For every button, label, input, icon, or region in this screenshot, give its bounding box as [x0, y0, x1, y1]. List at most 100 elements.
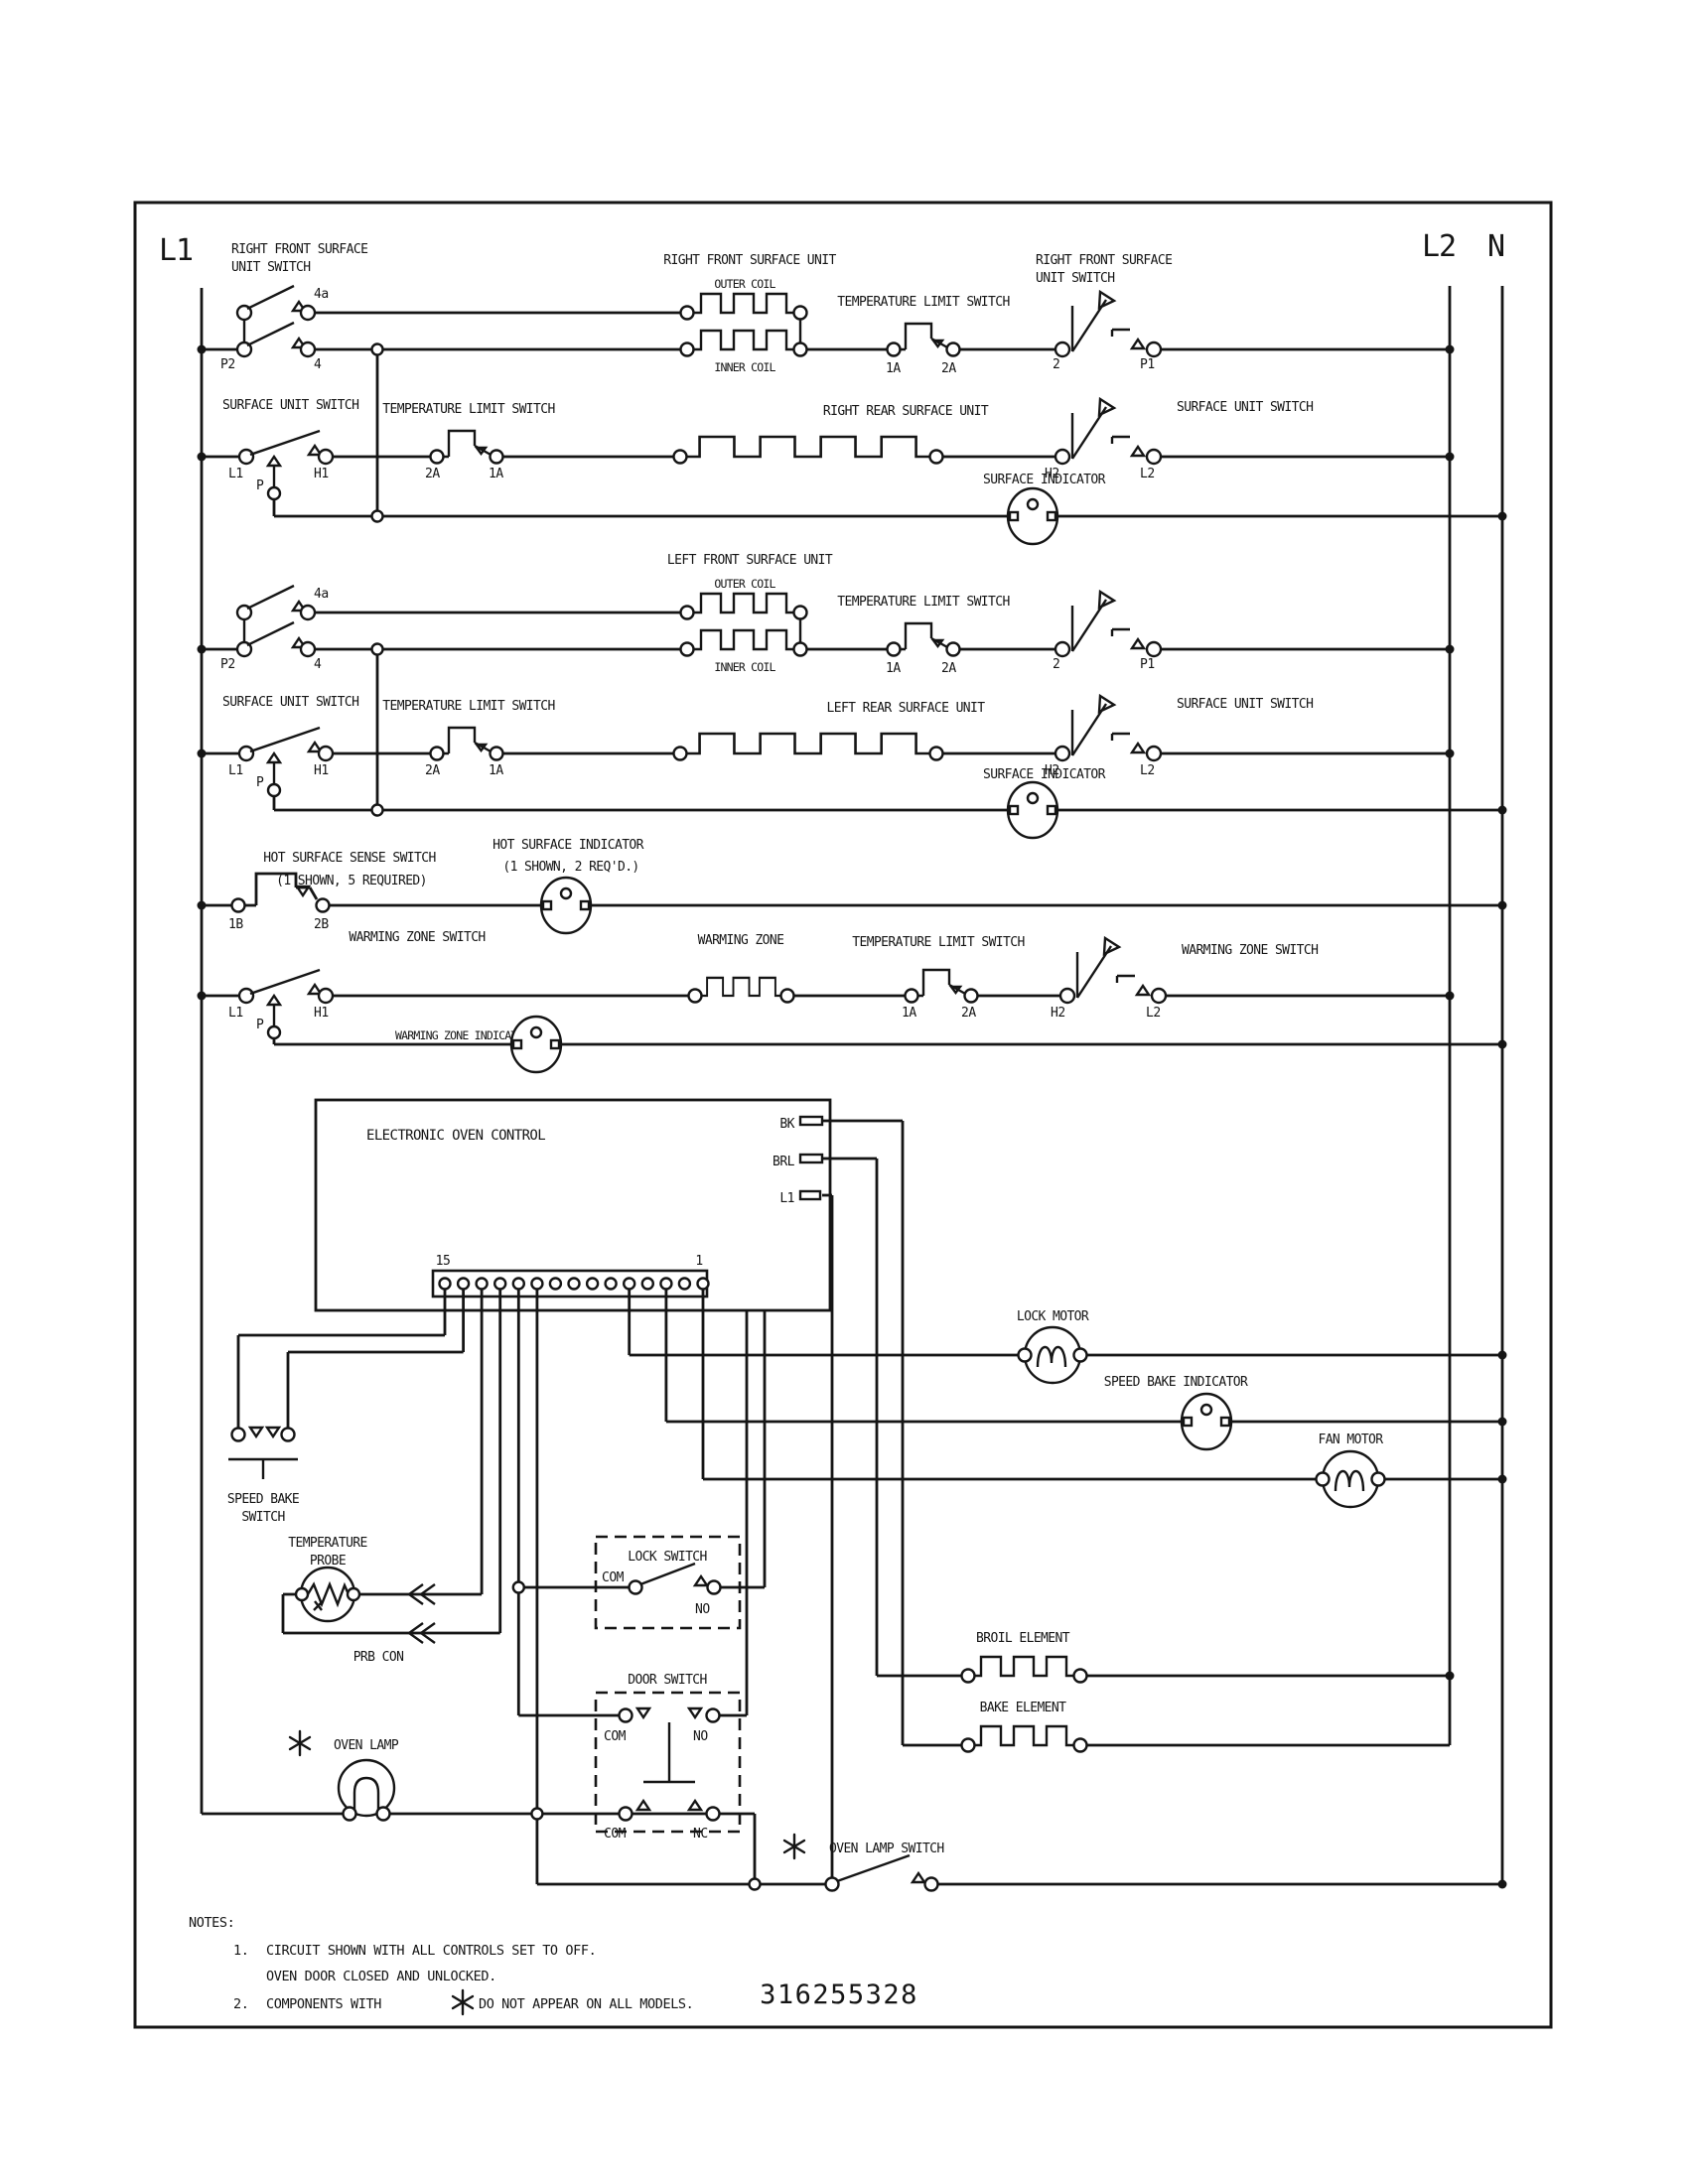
warming-zone-switch-label: WARMING ZONE SWITCH: [349, 930, 485, 945]
asterisk-icon: [288, 1729, 312, 1757]
l2-rail-label: L2: [1422, 229, 1456, 264]
right-rear-circuit: SURFACE UNIT SWITCH L1 P H1 TEMPERATURE …: [202, 349, 1502, 546]
hot-surface-circuit: HOT SURFACE SENSE SWITCH (1 SHOWN, 5 REQ…: [202, 838, 1502, 935]
svg-text:SWITCH: SWITCH: [241, 1510, 284, 1525]
warming-zone-circuit: WARMING ZONE SWITCH L1 P H1 WARMING ZONE…: [202, 930, 1502, 1074]
warming-zone-element: [687, 976, 795, 1004]
pin-15-label: 15: [436, 1254, 451, 1269]
speed-bake-indicator-label: SPEED BAKE INDICATOR: [1104, 1375, 1248, 1390]
inner-coil: [679, 628, 808, 657]
hot-surface-indicator-label: HOT SURFACE INDICATOR: [492, 838, 644, 853]
notes-heading: NOTES:: [189, 1915, 234, 1931]
svg-text:SURFACE INDICATOR: SURFACE INDICATOR: [983, 767, 1106, 782]
svg-text:2: 2: [1053, 357, 1059, 372]
svg-text:PROBE: PROBE: [310, 1554, 346, 1569]
svg-text:H2: H2: [1051, 1006, 1065, 1021]
bake-element-label: BAKE ELEMENT: [980, 1701, 1066, 1715]
connector-strip: 15 1: [431, 1254, 710, 1298]
svg-text:1A: 1A: [489, 763, 503, 778]
eoc-title: ELECTRONIC OVEN CONTROL: [366, 1128, 545, 1144]
svg-text:2.: 2.: [233, 1996, 248, 2012]
pin-1-label: 1: [695, 1254, 702, 1269]
surface-unit-switch: [239, 728, 333, 796]
svg-text:WARMING ZONE SWITCH: WARMING ZONE SWITCH: [1182, 943, 1318, 958]
inner-coil: [679, 329, 808, 357]
svg-text:P: P: [256, 1018, 264, 1032]
speed-bake-indicator: SPEED BAKE INDICATOR: [1104, 1375, 1502, 1451]
temperature-limit-switch: [904, 968, 979, 1004]
speed-bake-indicator-lamp: [1180, 1392, 1233, 1451]
wiring-harness: [236, 1119, 1316, 1886]
svg-text:SURFACE UNIT SWITCH: SURFACE UNIT SWITCH: [1177, 697, 1313, 712]
svg-text:2B: 2B: [314, 917, 329, 932]
svg-text:TEMPERATURE LIMIT SWITCH: TEMPERATURE LIMIT SWITCH: [837, 595, 1009, 610]
temperature-limit-switch: [429, 726, 504, 761]
n-rail-label: N: [1487, 229, 1504, 264]
svg-text:1.: 1.: [233, 1943, 248, 1959]
broil-element-label: BROIL ELEMENT: [976, 1631, 1070, 1646]
svg-text:2A: 2A: [941, 661, 956, 676]
svg-text:L1: L1: [228, 763, 243, 778]
surface-indicator-label: SURFACE INDICATOR: [983, 473, 1106, 487]
lock-motor-label: LOCK MOTOR: [1017, 1309, 1089, 1324]
svg-text:INNER COIL: INNER COIL: [714, 660, 775, 674]
surface-unit-switch: [239, 431, 333, 499]
fan-motor-label: FAN MOTOR: [1318, 1433, 1383, 1447]
svg-text:1A: 1A: [902, 1006, 916, 1021]
svg-text:L1: L1: [228, 467, 243, 481]
broil-element: BROIL ELEMENT: [960, 1631, 1450, 1684]
l1-rail-label: L1: [159, 233, 193, 268]
speed-bake-switch: SPEED BAKE SWITCH: [227, 1426, 300, 1525]
l1-terminal-label: L1: [779, 1191, 794, 1206]
svg-text:1B: 1B: [228, 917, 243, 932]
temperature-probe-label: TEMPERATURE: [288, 1536, 367, 1551]
svg-text:H2: H2: [1045, 467, 1059, 481]
right-front-unit-label: RIGHT FRONT SURFACE UNIT: [663, 253, 836, 268]
svg-text:2A: 2A: [961, 1006, 976, 1021]
svg-text:COM: COM: [602, 1570, 625, 1585]
speed-bake-switch-label: SPEED BAKE: [227, 1492, 299, 1507]
warming-zone-element-label: WARMING ZONE: [698, 933, 784, 948]
oven-lamp-label: OVEN LAMP: [334, 1738, 399, 1753]
asterisk-icon: [451, 1988, 475, 2016]
temperature-limit-switch: [886, 621, 961, 657]
svg-text:L2: L2: [1140, 467, 1155, 481]
svg-text:H1: H1: [314, 1006, 329, 1021]
svg-text:1A: 1A: [886, 661, 901, 676]
svg-text:TEMPERATURE LIMIT SWITCH: TEMPERATURE LIMIT SWITCH: [382, 402, 554, 417]
warming-zone-switch: [239, 970, 333, 1038]
oven-lamp-switch: OVEN LAMP SWITCH: [782, 1833, 1502, 1892]
warming-zone-infinite-switch: [1060, 938, 1166, 1003]
left-front-infinite-switch: [1055, 592, 1161, 656]
svg-text:L1: L1: [228, 1006, 243, 1021]
temperature-limit-switch: [886, 322, 961, 357]
note-line-1: CIRCUIT SHOWN WITH ALL CONTROLS SET TO O…: [266, 1943, 596, 1959]
svg-text:1A: 1A: [489, 467, 503, 481]
surface-unit-switch-label: SURFACE UNIT SWITCH: [222, 398, 358, 413]
oven-lamp-switch-label: OVEN LAMP SWITCH: [829, 1842, 944, 1856]
surface-indicator-lamp: [1006, 780, 1059, 840]
power-rails: L1 L2 N: [159, 229, 1505, 1884]
bake-element: BAKE ELEMENT: [960, 1701, 1450, 1753]
svg-text:SURFACE UNIT SWITCH: SURFACE UNIT SWITCH: [222, 695, 358, 710]
svg-text:L2: L2: [1146, 1006, 1161, 1021]
fan-motor: FAN MOTOR: [1315, 1433, 1502, 1509]
left-front-unit-label: LEFT FRONT SURFACE UNIT: [667, 553, 833, 568]
left-rear-circuit: SURFACE UNIT SWITCH L1 P H1 TEMPERATURE …: [202, 649, 1502, 840]
svg-text:TEMPERATURE LIMIT SWITCH: TEMPERATURE LIMIT SWITCH: [382, 699, 554, 714]
note-line-3a: COMPONENTS WITH: [266, 1996, 381, 2012]
right-rear-element: [672, 435, 944, 465]
svg-text:H1: H1: [314, 467, 329, 481]
right-rear-unit-label: RIGHT REAR SURFACE UNIT: [823, 404, 989, 419]
note-line-2: OVEN DOOR CLOSED AND UNLOCKED.: [266, 1969, 496, 1984]
temperature-probe: TEMPERATURE PROBE PRB CON: [288, 1536, 437, 1665]
lock-motor: LOCK MOTOR: [1017, 1309, 1502, 1385]
svg-text:H1: H1: [314, 763, 329, 778]
surface-indicator-lamp: [1006, 486, 1059, 546]
brl-terminal-label: BRL: [773, 1155, 795, 1169]
svg-text:P1: P1: [1140, 657, 1155, 672]
notes: NOTES: 1. CIRCUIT SHOWN WITH ALL CONTROL…: [189, 1915, 916, 2016]
left-rear-unit-label: LEFT REAR SURFACE UNIT: [827, 701, 986, 716]
